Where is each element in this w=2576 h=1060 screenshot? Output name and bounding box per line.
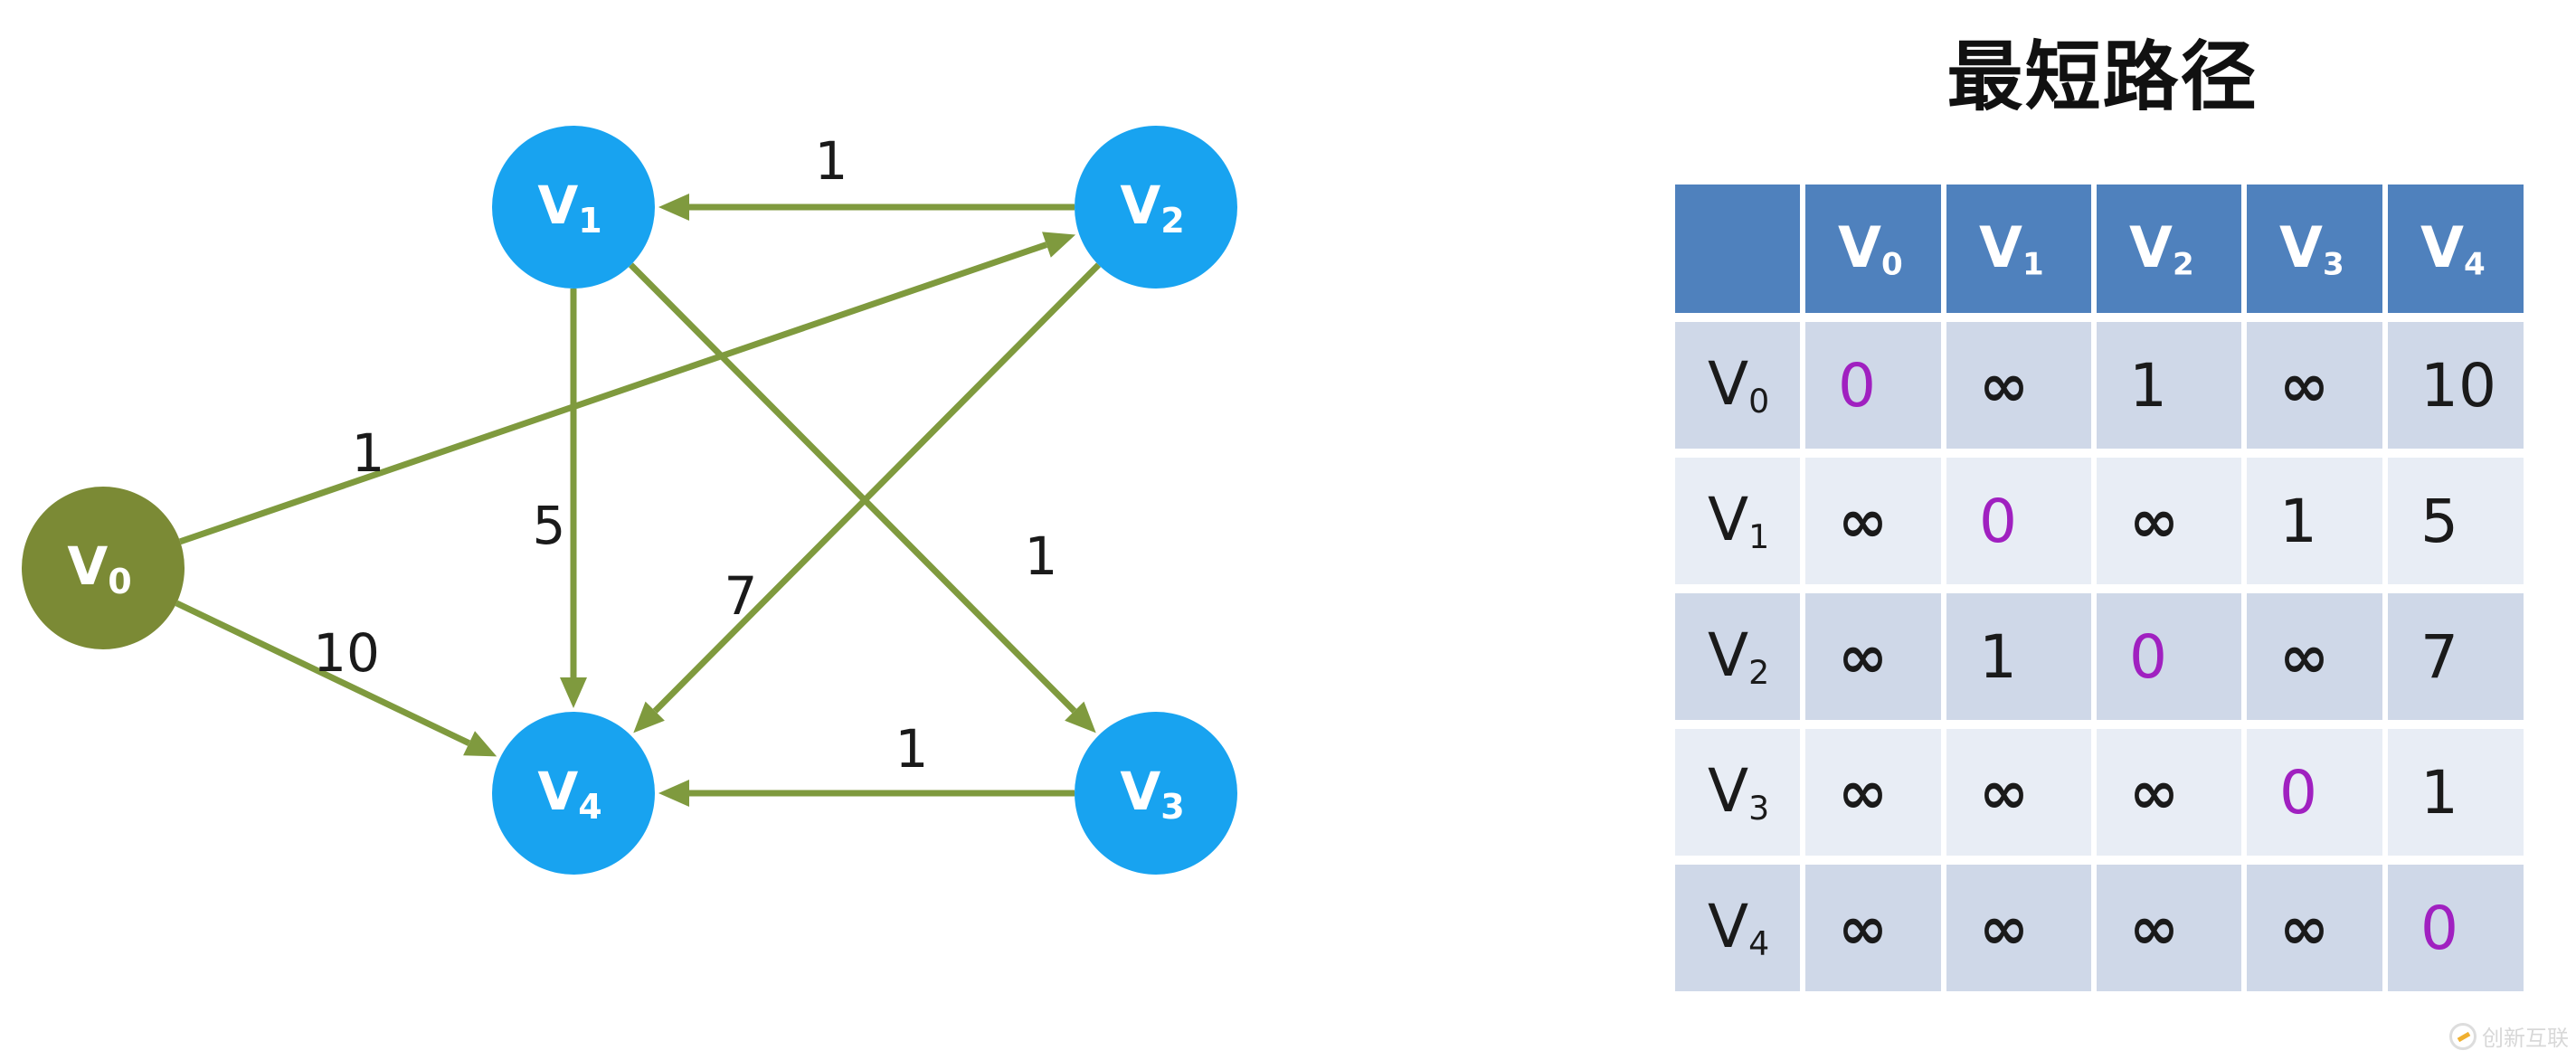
watermark-logo-icon bbox=[2449, 1022, 2477, 1050]
table-cell: 1 bbox=[2388, 729, 2524, 856]
arrowhead-icon bbox=[658, 780, 689, 807]
table-cell: 0 bbox=[1946, 458, 2091, 584]
subscript: 4 bbox=[2463, 246, 2486, 283]
page-title: 最短路径 bbox=[1946, 33, 2259, 121]
table-cell: 10 bbox=[2388, 322, 2524, 449]
subscript: 0 bbox=[1748, 382, 1770, 421]
table-cell: 0 bbox=[2097, 593, 2241, 720]
arrowhead-icon bbox=[1042, 232, 1076, 258]
edge-line bbox=[652, 262, 1102, 714]
subscript: 3 bbox=[2322, 246, 2344, 283]
node-label: V3 bbox=[1120, 761, 1184, 827]
node-circle bbox=[22, 487, 185, 649]
node-circle bbox=[492, 712, 655, 875]
column-header-V3: V3 bbox=[2247, 185, 2382, 313]
node-label: V4 bbox=[537, 761, 601, 827]
table-cell: ∞ bbox=[2097, 458, 2241, 584]
edge-weight-label: 1 bbox=[352, 422, 385, 484]
edge-line bbox=[175, 600, 471, 746]
arrowhead-icon bbox=[633, 701, 665, 733]
table-cell: 1 bbox=[2097, 322, 2241, 449]
column-header-V2: V2 bbox=[2097, 185, 2241, 313]
arrowhead-icon bbox=[1065, 701, 1096, 733]
row-header-V4: V4 bbox=[1675, 865, 1800, 991]
edge-V1-V4: 5 bbox=[533, 289, 587, 708]
subscript: 3 bbox=[1748, 789, 1770, 828]
arrowhead-icon bbox=[658, 194, 689, 221]
table-cell: ∞ bbox=[2247, 322, 2382, 449]
table-cell: ∞ bbox=[1805, 729, 1941, 856]
column-header-V0: V0 bbox=[1805, 185, 1941, 313]
node-circle bbox=[1075, 712, 1237, 875]
edge-weight-label: 1 bbox=[895, 718, 929, 780]
edge-weight-label: 1 bbox=[815, 130, 848, 192]
subscript: 4 bbox=[1748, 924, 1770, 964]
node-label: V0 bbox=[67, 535, 131, 601]
row-header-V3: V3 bbox=[1675, 729, 1800, 856]
node-circle bbox=[1075, 126, 1237, 289]
arrowhead-icon bbox=[560, 677, 587, 708]
edge-weight-label: 10 bbox=[313, 622, 380, 684]
table-cell: ∞ bbox=[1805, 865, 1941, 991]
table-cell: ∞ bbox=[2097, 729, 2241, 856]
table-cell: 0 bbox=[2247, 729, 2382, 856]
table-cell: ∞ bbox=[1805, 458, 1941, 584]
row-header-V1: V1 bbox=[1675, 458, 1800, 584]
node-V2: V2 bbox=[1075, 126, 1237, 289]
edge-line bbox=[628, 262, 1077, 714]
column-header-V4: V4 bbox=[2388, 185, 2524, 313]
node-V3: V3 bbox=[1075, 712, 1237, 875]
table-row: V4∞∞∞∞0 bbox=[1675, 865, 2524, 991]
edge-line bbox=[179, 241, 1048, 545]
arrowhead-icon bbox=[463, 731, 497, 757]
column-header-V1: V1 bbox=[1946, 185, 2091, 313]
edge-V0-V2: 1 bbox=[179, 232, 1076, 545]
table-cell: ∞ bbox=[1805, 593, 1941, 720]
edge-weight-label: 7 bbox=[724, 565, 758, 627]
subscript: 2 bbox=[1748, 653, 1770, 693]
table-cell: 5 bbox=[2388, 458, 2524, 584]
watermark-text: 创新互联 bbox=[2482, 1026, 2569, 1051]
table-cell: ∞ bbox=[1946, 729, 2091, 856]
subscript: 0 bbox=[1880, 246, 1903, 283]
subscript: 1 bbox=[2022, 246, 2044, 283]
subscript: 2 bbox=[2172, 246, 2194, 283]
table-cell: ∞ bbox=[1946, 322, 2091, 449]
table-cell: 0 bbox=[2388, 865, 2524, 991]
table-cell: ∞ bbox=[2097, 865, 2241, 991]
table-cell: ∞ bbox=[1946, 865, 2091, 991]
edge-weight-label: 5 bbox=[533, 495, 566, 556]
row-header-V2: V2 bbox=[1675, 593, 1800, 720]
table-cell: ∞ bbox=[2247, 593, 2382, 720]
node-V4: V4 bbox=[492, 712, 655, 875]
node-V1: V1 bbox=[492, 126, 655, 289]
edge-V2-V1: 1 bbox=[658, 130, 1075, 221]
table-cell: 7 bbox=[2388, 593, 2524, 720]
edge-V2-V4: 7 bbox=[633, 262, 1102, 733]
watermark: 创新互联 bbox=[2449, 1020, 2569, 1052]
node-label: V1 bbox=[537, 175, 601, 241]
table-cell: 1 bbox=[2247, 458, 2382, 584]
node-circle bbox=[492, 126, 655, 289]
table-cell: ∞ bbox=[2247, 865, 2382, 991]
edge-V0-V4: 10 bbox=[175, 600, 497, 757]
node-label: V2 bbox=[1120, 175, 1184, 241]
edge-V1-V3: 1 bbox=[628, 262, 1096, 733]
corner-cell bbox=[1675, 185, 1800, 313]
row-header-V0: V0 bbox=[1675, 322, 1800, 449]
subscript: 1 bbox=[1748, 517, 1770, 557]
node-V0: V0 bbox=[22, 487, 185, 649]
edge-V3-V4: 1 bbox=[658, 718, 1075, 807]
table-cell: 1 bbox=[1946, 593, 2091, 720]
table-cell: 0 bbox=[1805, 322, 1941, 449]
edge-weight-label: 1 bbox=[1025, 525, 1058, 587]
